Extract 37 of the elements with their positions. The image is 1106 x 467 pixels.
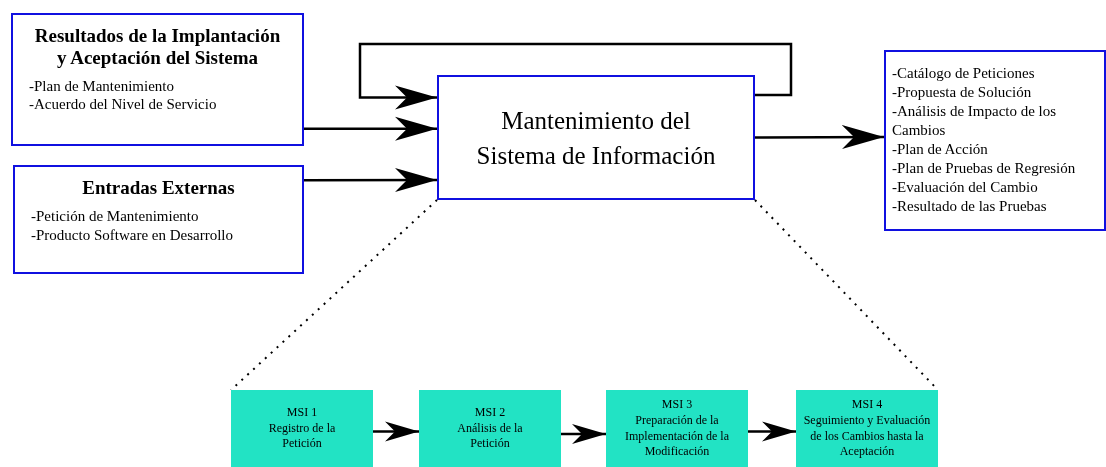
step-name: Análisis de la Petición: [456, 420, 524, 452]
arrow: [304, 116, 437, 141]
step-box: [419, 390, 561, 467]
list-item: -Acuerdo del Nivel de Servicio: [29, 95, 218, 115]
step-code: MSI 1: [285, 405, 319, 421]
list-item: -Plan de Mantenimiento: [29, 76, 175, 96]
arrow: [748, 421, 796, 442]
list-item: -Evaluación del Cambio: [892, 178, 1039, 198]
input-box: [13, 165, 304, 274]
input-box: [11, 13, 304, 146]
step-box: [231, 390, 373, 467]
step-code: MSI 3: [660, 397, 694, 413]
arrow: [373, 421, 419, 442]
list-item: -Plan de Acción: [892, 140, 989, 160]
step-box: [796, 390, 938, 467]
step-code: MSI 4: [850, 397, 884, 413]
box-heading: Entradas Externas: [81, 177, 236, 199]
process-box: [437, 75, 755, 200]
step-name: Seguimiento y Evaluación de los Cambios hasta la Aceptación: [802, 412, 932, 460]
list-item: -Análisis de Impacto de los Cambios: [892, 102, 1058, 141]
list-item: -Catálogo de Peticiones: [892, 64, 1036, 83]
list-item: -Resultado de las Pruebas: [892, 197, 1048, 217]
box-heading: Resultados de la Implantación y Aceptación del Sistema: [33, 25, 282, 69]
arrow: [304, 168, 437, 193]
list-item: -Petición de Mantenimiento: [31, 206, 200, 226]
step-name: Preparación de la Implementación de la Modificación: [624, 412, 730, 460]
step-box: [606, 390, 748, 467]
arrow: [561, 423, 606, 444]
arrow: [358, 42, 793, 110]
list-item: -Propuesta de Solución: [892, 83, 1033, 103]
step-name: Registro de la Petición: [267, 420, 337, 452]
list-item: -Producto Software en Desarrollo: [31, 225, 235, 245]
process-title: Mantenimiento del Sistema de Información: [475, 105, 717, 171]
step-code: MSI 2: [473, 405, 507, 421]
arrow: [755, 125, 884, 150]
list-item: -Plan de Pruebas de Regresión: [892, 159, 1077, 179]
output-box: [884, 50, 1106, 231]
